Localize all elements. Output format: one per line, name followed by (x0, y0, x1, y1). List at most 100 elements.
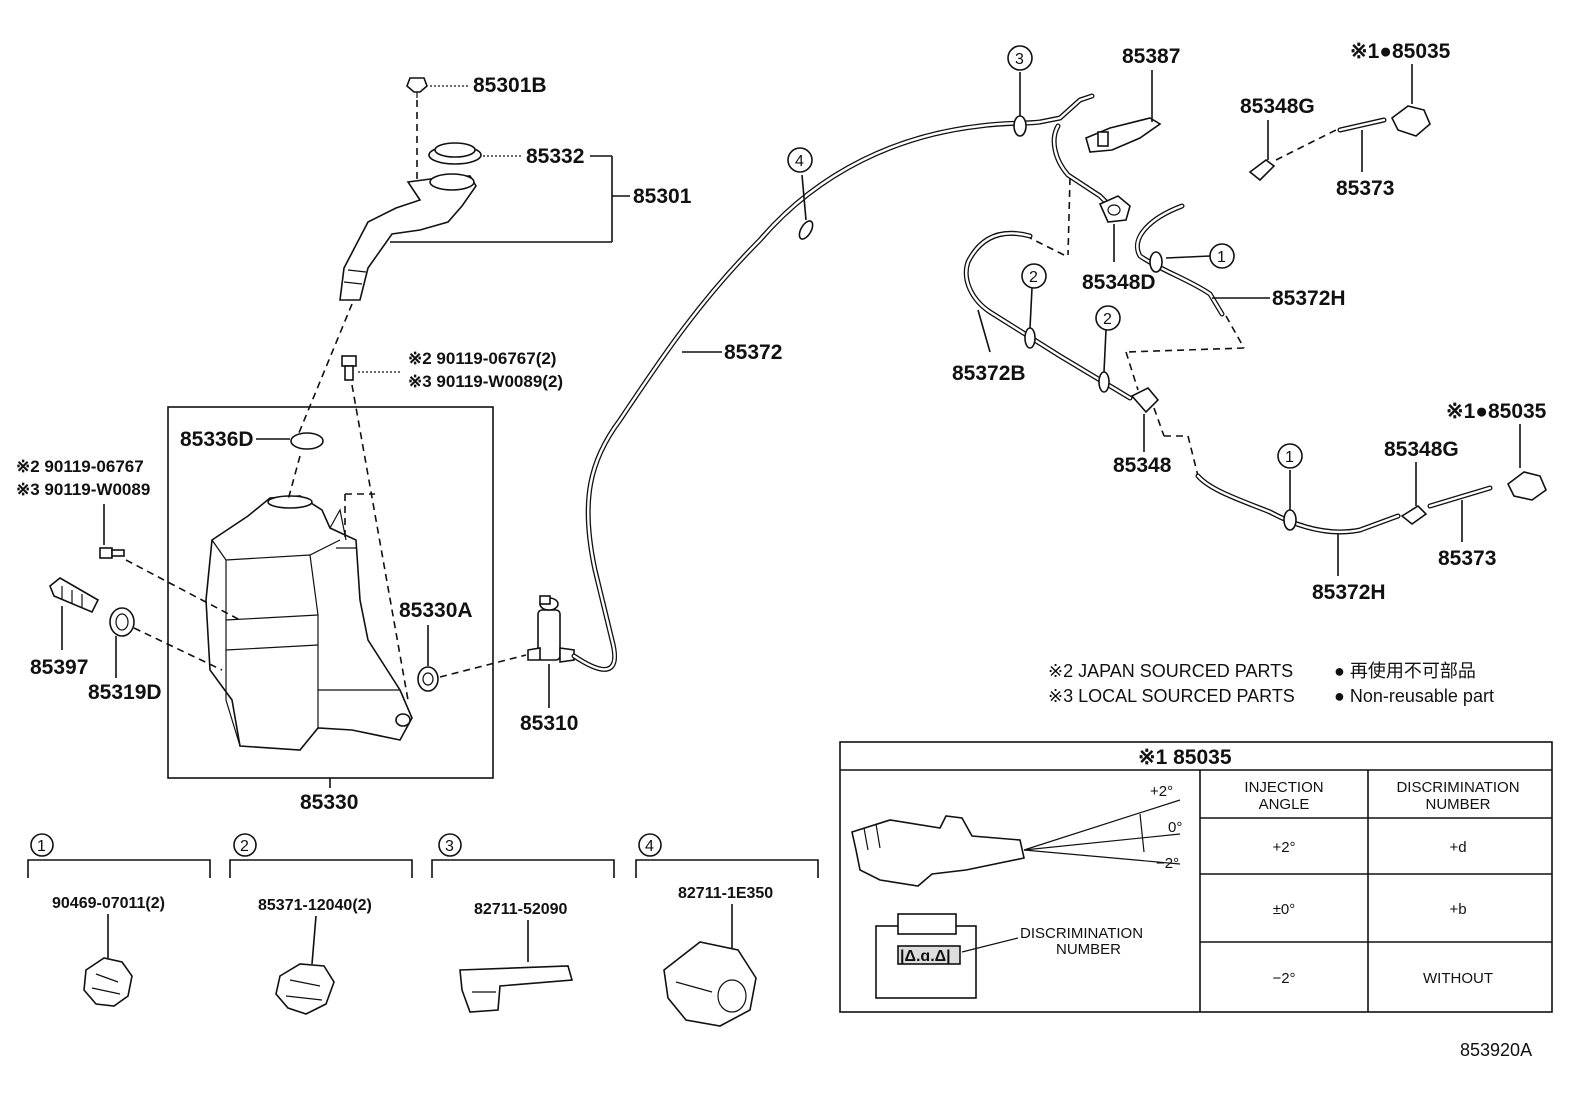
svg-text:4: 4 (645, 838, 654, 855)
svg-text:1: 1 (1285, 449, 1294, 466)
label-85397: 85397 (30, 656, 88, 679)
clip-4-callout (638, 833, 662, 857)
label-85348D: 85348D (1082, 271, 1156, 294)
col-disc-line2: NUMBER (1425, 796, 1490, 813)
note-left-japan: ※2 90119-06767 (16, 457, 144, 476)
cap-85332-icon (428, 142, 482, 165)
pump-group: 85330A 85310 (399, 595, 578, 735)
clip-3-icon (459, 965, 574, 1013)
label-85372: 85372 (724, 341, 782, 364)
svg-text:3: 3 (1015, 51, 1024, 68)
label-85330: 85330 (300, 791, 358, 814)
row2-disc: +b (1449, 901, 1466, 918)
callout-1-top (1209, 243, 1235, 269)
hose-85372-group: 85372 4 3 (571, 45, 1113, 672)
svg-text:3: 3 (445, 838, 454, 855)
label-85301: 85301 (633, 185, 692, 208)
joint-85348D-icon (1098, 195, 1131, 223)
label-85372B: 85372B (952, 362, 1026, 385)
label-85348: 85348 (1113, 454, 1172, 477)
label-85348G-mid: 85348G (1384, 438, 1459, 461)
clip-3-callout (438, 833, 462, 857)
filler-neck-group: 85301B 85332 85301 (295, 74, 692, 441)
detail-table: ※1 85035 INJECTION ANGLE DISCRIMINATION … (839, 741, 1553, 1013)
joint-85348G-top-icon (1248, 159, 1276, 182)
clip-1-callout (30, 833, 54, 857)
label-85319D: 85319D (88, 681, 162, 704)
bolt-85301B-icon (406, 77, 428, 98)
clip-1-icon (83, 957, 133, 1007)
discrimination-illustration: |Δ.ɑ.Δ| DISCRIMINATION NUMBER (875, 913, 1143, 999)
col-angle-line1: INJECTION (1244, 779, 1323, 796)
pump-85310-icon (527, 595, 575, 663)
note-left-local: ※3 90119-W0089 (16, 480, 150, 499)
svg-text:2: 2 (1029, 269, 1038, 286)
grommet-85319D-icon (109, 607, 135, 637)
row3-angle: −2° (1272, 970, 1295, 987)
callout-2-left (1021, 263, 1047, 289)
angle-zero: 0° (1168, 819, 1182, 836)
clip-4-part: 82711-1E350 (678, 885, 773, 902)
label-85332: 85332 (526, 145, 584, 168)
svg-text:2: 2 (240, 838, 249, 855)
bolt-left-icon (99, 547, 125, 559)
label-85373-top: 85373 (1336, 177, 1394, 200)
clip-2-icon (275, 963, 335, 1015)
clip-2-callout (233, 833, 257, 857)
callout-1-mid (1277, 443, 1303, 469)
row1-disc: +d (1449, 839, 1466, 856)
angle-plus: +2° (1150, 783, 1173, 800)
washer-tank-icon (205, 495, 413, 751)
callout-2-right (1095, 305, 1121, 331)
connector-85387-icon (1085, 117, 1162, 153)
label-85310: 85310 (520, 712, 578, 735)
branch-85372B-group: 2 2 85372B 85348 (952, 230, 1199, 477)
nozzle-85035-mid-icon (1506, 471, 1547, 501)
label-85387: 85387 (1122, 45, 1180, 68)
label-85348G-top: 85348G (1240, 95, 1315, 118)
legend-japan: ※2 JAPAN SOURCED PARTS (1048, 661, 1293, 681)
label-85372H-bot: 85372H (1312, 581, 1386, 604)
legend-local: ※3 LOCAL SOURCED PARTS (1048, 686, 1295, 706)
diagram-id: 853920A (1460, 1040, 1532, 1060)
col-angle-line2: ANGLE (1259, 796, 1310, 813)
nozzle-angle-illustration: +2° 0° −2° (851, 783, 1182, 887)
legend-nonreuse-jp: ● 再使用不可部品 (1334, 661, 1476, 681)
mid-nozzle-group: ※1●85035 85348G 85373 1 85372H (1195, 400, 1547, 604)
row3-disc: WITHOUT (1423, 970, 1493, 987)
clip-detail-1: 1 90469-07011(2) (27, 833, 211, 1007)
angle-minus: −2° (1156, 855, 1179, 872)
disc-label-line2: NUMBER (1056, 941, 1121, 958)
disc-label-line1: DISCRIMINATION (1020, 925, 1143, 942)
col-disc-line1: DISCRIMINATION (1396, 779, 1519, 796)
note-bolt-local: ※3 90119-W0089(2) (408, 372, 563, 391)
svg-text:4: 4 (795, 153, 804, 170)
row1-angle: +2° (1272, 839, 1295, 856)
callout-4-hose (787, 147, 813, 173)
clip-3-part: 82711-52090 (474, 901, 568, 918)
grommet-85330A-icon (417, 666, 439, 692)
label-85373-mid: 85373 (1438, 547, 1496, 570)
label-85035-mid: ※1●85035 (1446, 400, 1547, 423)
svg-text:1: 1 (1217, 249, 1226, 266)
filler-neck-icon (339, 173, 477, 301)
joint-85348D-group: 85348D (1029, 195, 1156, 294)
joint-85348-icon (1130, 387, 1160, 414)
callout-3-hose (1007, 45, 1033, 71)
clip-1-part: 90469-07011(2) (52, 895, 165, 912)
bolt-90119-icon (341, 355, 357, 381)
left-parts-group: ※2 90119-06767 ※3 90119-W0089 85397 8531… (16, 457, 241, 704)
label-85035-top: ※1●85035 (1350, 40, 1451, 63)
tank-box: 85330 85336D (167, 406, 494, 814)
top-nozzle-group: ※1●85035 85348G 85373 1 85372H (1125, 40, 1451, 391)
row2-angle: ±0° (1273, 901, 1296, 918)
svg-text:2: 2 (1103, 311, 1112, 328)
nozzle-85035-top-icon (1390, 105, 1431, 137)
legend-nonreuse-en: ● Non-reusable part (1334, 686, 1494, 706)
clip-4-icon (663, 941, 757, 1027)
joint-85348G-mid-icon (1400, 504, 1428, 526)
sensor-85397-icon (49, 577, 100, 614)
clip-2-part: 85371-12040(2) (258, 897, 372, 914)
note-bolt-japan: ※2 90119-06767(2) (408, 349, 556, 368)
